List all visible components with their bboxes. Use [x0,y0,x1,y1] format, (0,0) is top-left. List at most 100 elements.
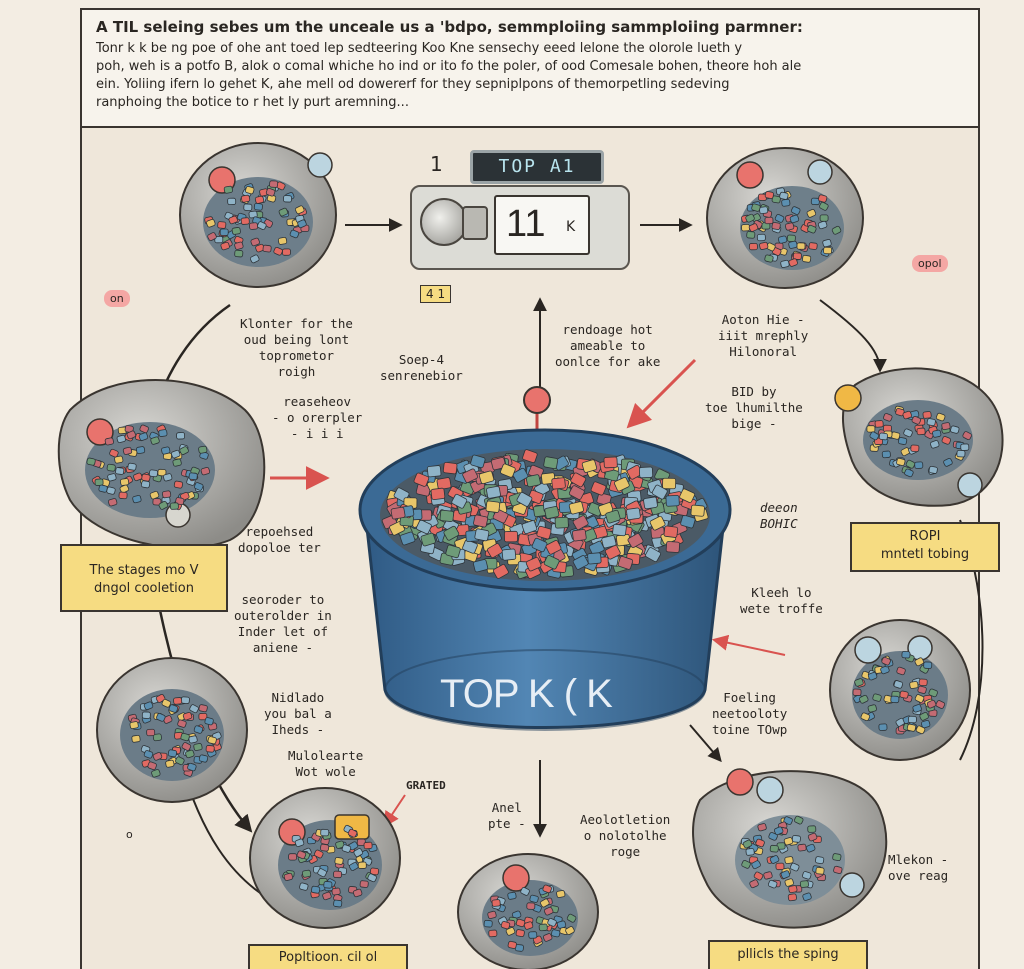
pebble [118,491,128,500]
pebble [922,411,932,419]
pebble [859,694,869,704]
pebble [769,855,780,864]
pebble [780,870,791,879]
pebble [771,222,781,230]
pebble [874,420,884,428]
pebble [253,203,263,211]
pebble [756,233,766,242]
pebble [745,213,755,223]
pebble [485,500,501,513]
label-left-mid: reaseheov- o orerpler- i i i [272,394,363,441]
rock-cluster-lower-right [829,619,971,761]
pebble [198,704,208,713]
pebble [152,752,163,761]
pebble [881,656,891,666]
pebble [245,186,255,195]
pebble [527,489,544,504]
pebble [643,496,658,510]
knob-switch[interactable] [462,206,488,240]
pebble [774,214,785,223]
pebble [492,564,509,579]
pebble [566,913,577,923]
pebble [768,832,778,841]
pebble [158,500,169,510]
pebble [680,514,696,529]
pebble [219,228,229,236]
pebble [188,735,198,744]
pebble [815,867,825,875]
pebble [926,418,936,427]
pebble [443,525,460,541]
pebble [896,457,906,466]
pebble [278,207,289,217]
pebble [792,252,802,260]
pebble [547,918,557,927]
pebble [663,525,679,538]
pebble [182,711,193,721]
pebble [572,515,589,531]
rock-cluster-right [834,367,1004,507]
pebble [819,201,829,211]
pebble [320,828,330,837]
pebble [187,762,197,772]
pebble [141,473,151,482]
pebble [470,454,486,469]
pebble [941,422,951,431]
adjust-knob[interactable] [420,198,468,246]
pebble [491,899,501,907]
pebble [764,216,774,225]
pebble [188,472,198,481]
pebble [234,241,244,250]
pebble [823,246,833,255]
pebble [353,848,364,858]
pebble [833,865,843,875]
pebble [98,484,108,493]
bowl-pebbles [86,180,972,952]
pebble [115,467,125,475]
pebble [556,890,566,898]
pebble [789,214,800,224]
pebble [173,697,183,705]
pebble [143,750,154,759]
pebble [522,449,538,464]
pebble [516,491,533,507]
pebble [794,815,804,825]
pebble [596,492,612,506]
bowl-red-arrow-right [626,358,697,429]
pebble [501,548,517,561]
pebble [119,484,130,494]
pebble [515,929,525,938]
pebble [802,254,812,263]
pebble [784,878,794,887]
pebble [289,229,300,239]
pebble [521,520,538,534]
pebble [139,424,149,434]
pebble [442,461,458,475]
pebble [784,856,794,865]
pebble [204,717,214,726]
pebble [504,530,518,543]
pebble [126,430,137,440]
pebble [883,413,893,422]
pebble [207,736,217,745]
pebble [802,871,812,880]
pebble [545,540,562,555]
pebble [181,742,192,751]
pebble [935,412,946,422]
pebble [152,733,162,742]
pebble [565,926,575,936]
pebble [162,490,172,499]
pebble [775,862,785,871]
pebble [283,872,294,882]
pebble [131,734,141,743]
pebble [896,666,906,676]
pebble [277,236,288,245]
bowl-label: TOP K ( K [440,672,613,716]
pebble [352,888,363,898]
tag-left-bottom: o [126,828,133,841]
